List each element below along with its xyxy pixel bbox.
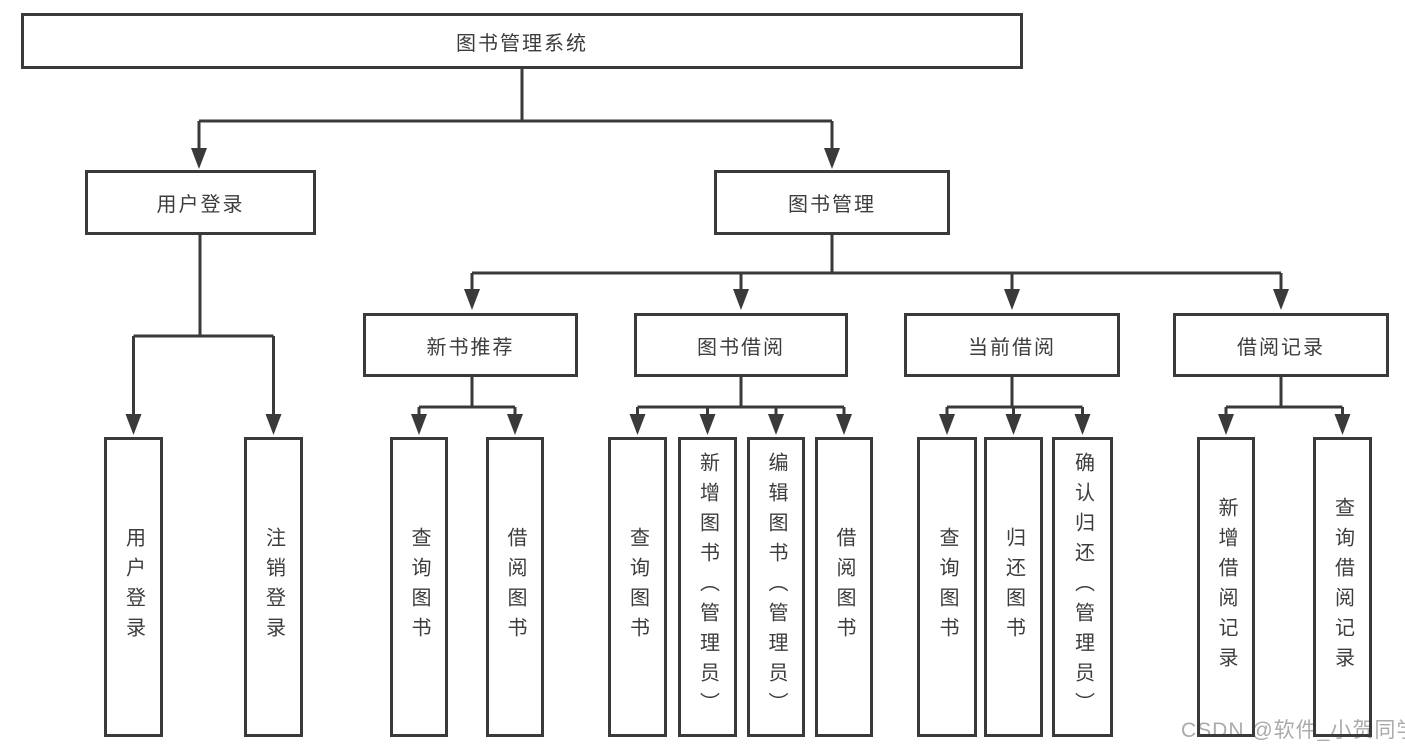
leaf-borrow-books-recommend: 借阅图书 [486,437,544,737]
node-borrow-records: 借阅记录 [1173,313,1389,377]
leaf-confirm-return-admin: 确认归还（管理员） [1052,437,1113,737]
leaf-query-books-borrowing-label: 查询图书 [626,527,649,647]
connector-book-borrowing [636,377,846,416]
leaf-return-books-label: 归还图书 [1002,527,1025,647]
leaf-query-borrow-record: 查询借阅记录 [1313,437,1372,737]
connector-book-management [470,235,1283,291]
leaf-logout: 注销登录 [244,437,303,737]
connector-new-book-recommend [417,377,517,416]
leaf-edit-books-admin: 编辑图书（管理员） [747,437,805,737]
leaf-query-books-borrowing: 查询图书 [608,437,667,737]
node-new-book-recommend-label: 新书推荐 [426,336,515,359]
leaf-query-books-recommend: 查询图书 [390,437,448,737]
leaf-confirm-return-admin-label: 确认归还（管理员） [1071,452,1094,722]
connector-borrow-records [1224,377,1344,416]
leaf-return-books: 归还图书 [984,437,1043,737]
leaf-logout-label: 注销登录 [262,527,285,647]
leaf-query-books-recommend-label: 查询图书 [408,527,430,647]
node-current-borrowing-label: 当前借阅 [968,336,1056,359]
leaf-query-books-current: 查询图书 [917,437,977,737]
node-current-borrowing: 当前借阅 [904,313,1120,377]
connector-root [197,69,834,150]
leaf-query-books-current-label: 查询图书 [936,527,958,647]
leaf-add-books-admin: 新增图书（管理员） [678,437,737,737]
node-book-borrowing: 图书借阅 [634,313,848,377]
node-user-login: 用户登录 [85,170,316,235]
node-book-borrowing-label: 图书借阅 [697,336,785,359]
leaf-add-borrow-record: 新增借阅记录 [1197,437,1255,737]
node-root-system-label: 图书管理系统 [456,32,588,55]
leaf-borrow-books-borrowing-label: 借阅图书 [833,527,855,647]
node-book-management: 图书管理 [714,170,950,235]
node-borrow-records-label: 借阅记录 [1237,336,1325,359]
leaf-user-login: 用户登录 [104,437,163,737]
leaf-borrow-books-recommend-label: 借阅图书 [504,527,526,647]
leaf-query-borrow-record-label: 查询借阅记录 [1331,497,1354,677]
leaf-borrow-books-borrowing: 借阅图书 [815,437,873,737]
node-new-book-recommend: 新书推荐 [363,313,578,377]
node-user-login-label: 用户登录 [156,194,245,216]
connector-current-borrowing [945,377,1084,416]
connector-user-login [132,235,275,416]
leaf-add-books-admin-label: 新增图书（管理员） [696,452,719,722]
watermark: CSDN @软件_小贺同学 [1181,719,1405,742]
leaf-user-login-label: 用户登录 [122,527,145,647]
node-root-system: 图书管理系统 [21,13,1023,69]
leaf-add-borrow-record-label: 新增借阅记录 [1215,497,1237,677]
leaf-edit-books-admin-label: 编辑图书（管理员） [765,452,787,722]
node-book-management-label: 图书管理 [788,194,876,216]
